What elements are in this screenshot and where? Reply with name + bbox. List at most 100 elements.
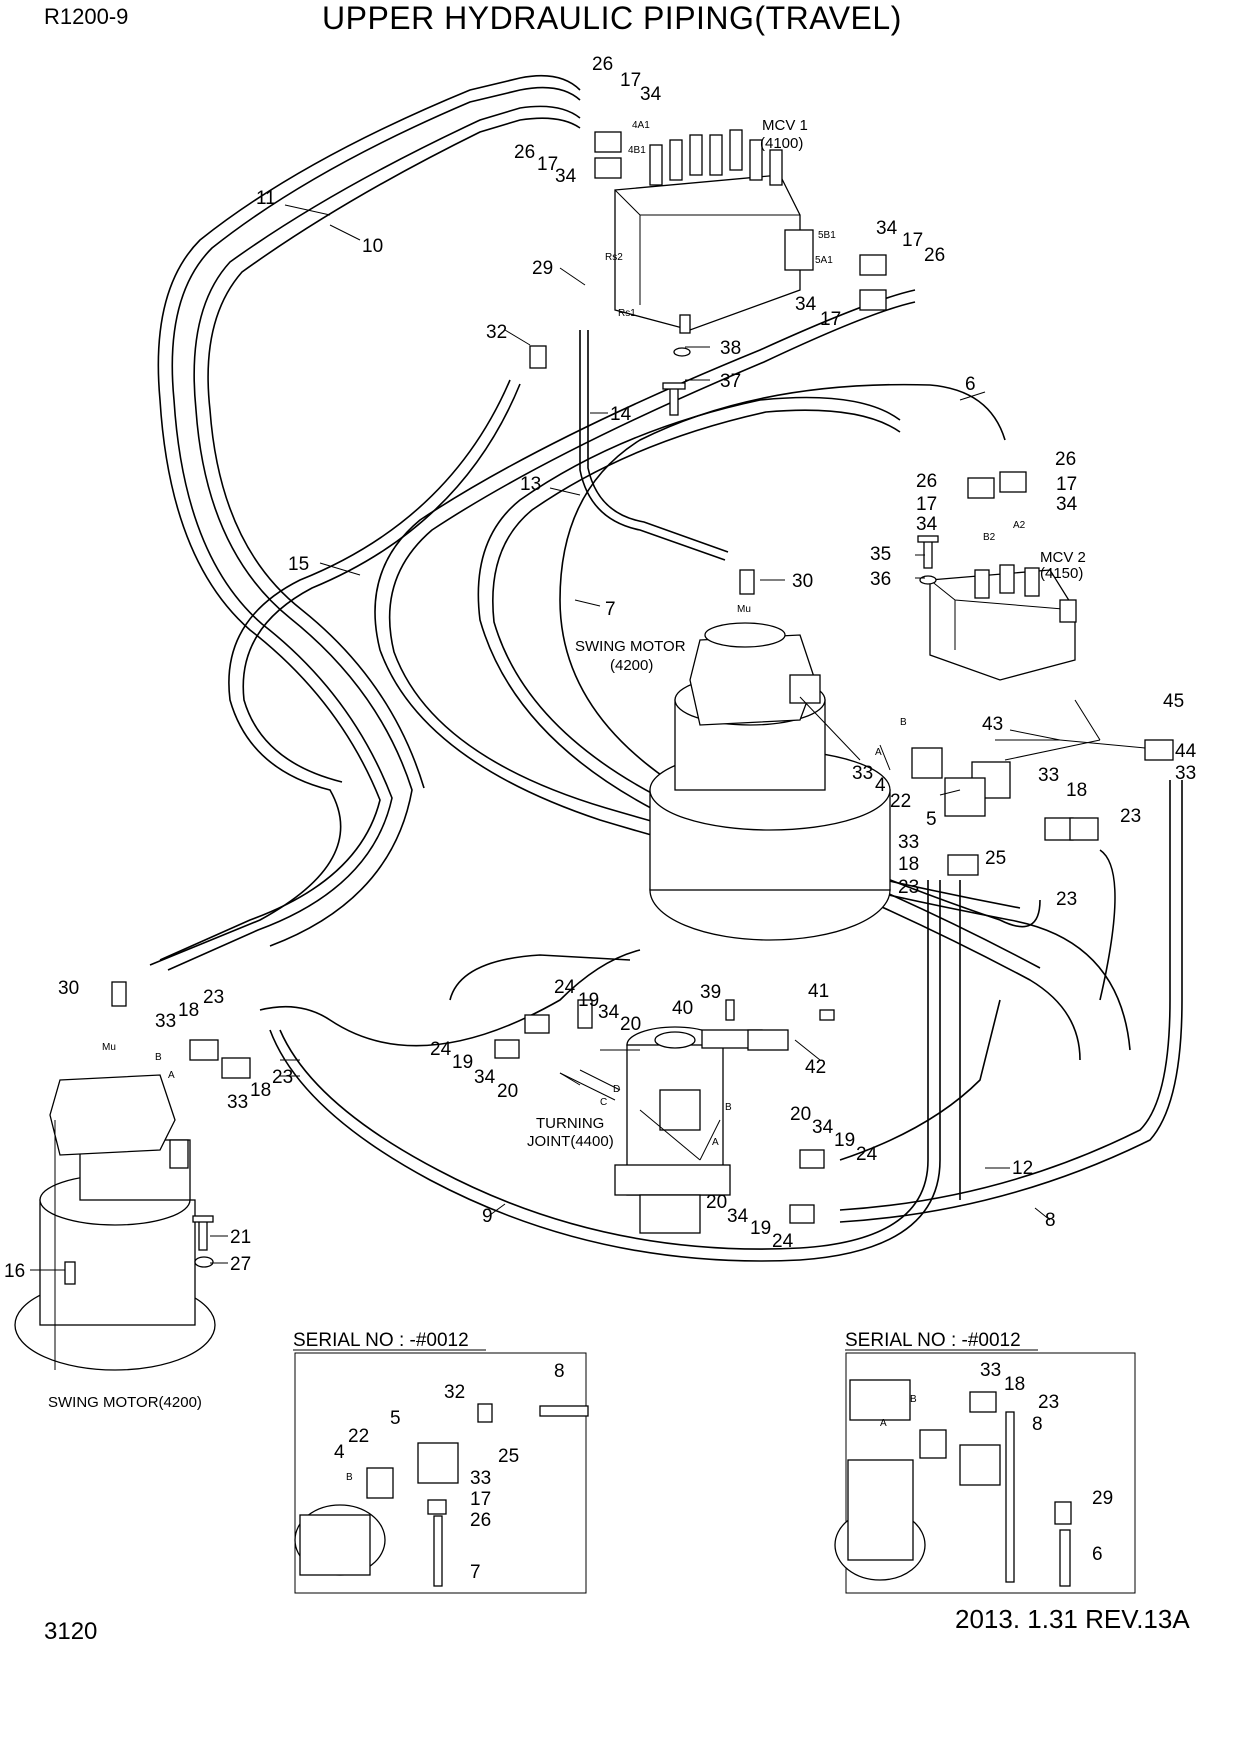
clamp-19b (494, 1039, 520, 1059)
fitting-41 (819, 1009, 835, 1021)
callout: 23 (203, 987, 224, 1008)
port-A: A (875, 747, 882, 758)
inset-port-A: A (880, 1418, 887, 1429)
callout: 26 (514, 142, 535, 163)
callout: 25 (498, 1446, 519, 1467)
callout: 26 (470, 1510, 491, 1531)
callout: 35 (870, 544, 891, 565)
callout: 9 (482, 1206, 493, 1227)
hose-9 (269, 880, 941, 1262)
port-B2: B2 (983, 532, 996, 543)
inset-port-B: B (910, 1394, 917, 1405)
callout: 17 (1056, 474, 1077, 495)
callout: 40 (672, 998, 693, 1019)
callout: 6 (1092, 1544, 1103, 1565)
port-4A1: 4A1 (632, 120, 650, 131)
block-5 (944, 777, 986, 817)
inset-block-a (919, 1429, 947, 1459)
callout: 44 (1175, 741, 1197, 762)
clamp-18a (1044, 817, 1074, 841)
callout: 22 (890, 791, 911, 812)
label-swing-motor-top-code: (4200) (610, 657, 653, 674)
callout: 34 (640, 84, 662, 105)
port-B-sm: B (155, 1052, 162, 1063)
label-swing-motor-bottom: SWING MOTOR(4200) (48, 1394, 202, 1411)
callout: 34 (795, 294, 817, 315)
page-title: UPPER HYDRAULIC PIPING(TRAVEL) (322, 0, 902, 36)
port-A-sm: A (168, 1070, 175, 1081)
hose-15 (149, 379, 511, 966)
page-number: 3120 (44, 1618, 98, 1645)
port-Mu: Mu (737, 604, 751, 615)
pin-16 (64, 1261, 76, 1285)
port-Mu-bottom: Mu (102, 1042, 116, 1053)
port-Rs1: Rs1 (618, 308, 636, 319)
callout: 18 (898, 854, 919, 875)
callout: 8 (554, 1361, 565, 1382)
callout: 33 (980, 1360, 1001, 1381)
mcv1-valve (614, 129, 814, 334)
hose-8b (839, 780, 1183, 1223)
callout: 23 (272, 1067, 293, 1088)
block-4 (911, 747, 943, 779)
hose-10 (193, 105, 581, 947)
callout: 39 (700, 982, 721, 1003)
callout: 19 (452, 1052, 473, 1073)
inset-elbow-32 (477, 1403, 493, 1423)
callout: 20 (497, 1081, 518, 1102)
hose-11 (157, 74, 581, 961)
port-4B1: 4B1 (628, 145, 646, 156)
callout: 30 (58, 978, 79, 999)
hose-12 (839, 999, 1001, 1161)
callout: 37 (720, 371, 741, 392)
callout: 6 (965, 374, 976, 395)
callout: 22 (348, 1426, 369, 1447)
inset-hose-6 (1059, 1529, 1071, 1587)
callout: 32 (486, 322, 507, 343)
component-labels: MCV 1 (4100) MCV 2 (4150) SWING MOTOR (4… (48, 117, 1086, 1411)
callout: 33 (1038, 765, 1059, 786)
port-labels: 4A1 4B1 5B1 5A1 Rs2 Rs1 B2 A2 Mu Mu A B … (102, 120, 1026, 1148)
inset-right-frame (845, 1352, 1136, 1594)
callout: 19 (578, 990, 599, 1011)
callout: 20 (790, 1104, 811, 1125)
mcv2-valve (929, 564, 1077, 681)
label-mcv2: MCV 2 (1040, 549, 1086, 566)
hose-6 (559, 383, 1041, 928)
callout: 41 (808, 981, 829, 1002)
bolt-21 (198, 1217, 208, 1251)
model-number: R1200-9 (44, 4, 129, 29)
callout: 33 (470, 1468, 491, 1489)
port-B: B (900, 717, 907, 728)
port-A2: A2 (1013, 520, 1026, 531)
hose-tj-top (449, 954, 631, 1001)
inset-hose-8 (539, 1405, 589, 1417)
callout: 17 (537, 154, 558, 175)
callout: 5 (390, 1408, 401, 1429)
callout: 13 (520, 474, 541, 495)
callout: 30 (792, 571, 813, 592)
callout: 24 (856, 1144, 878, 1165)
hose-10b (207, 117, 581, 789)
inset-hose-8 (1005, 1411, 1015, 1583)
bolts (192, 347, 939, 1268)
callout: 32 (444, 1382, 465, 1403)
callout: 20 (706, 1192, 727, 1213)
label-turning-joint-code: JOINT(4400) (527, 1133, 614, 1150)
hose-15b (242, 383, 521, 783)
hose-routes (149, 74, 1183, 1262)
callout: 21 (230, 1227, 251, 1248)
callout: 23 (1056, 889, 1077, 910)
callout: 36 (870, 569, 891, 590)
inset-left: SERIAL NO : -#0012 8 32 5 22 4 25 33 17 … (293, 1330, 589, 1594)
swing-motor-bottom (14, 1074, 216, 1371)
callout: 19 (750, 1218, 771, 1239)
callout: 16 (4, 1261, 25, 1282)
callout: 34 (812, 1117, 834, 1138)
callout: 42 (805, 1057, 826, 1078)
hose-11b (167, 86, 581, 971)
blocks (111, 131, 1174, 1224)
callout: 17 (620, 70, 641, 91)
hose-14b (587, 330, 729, 553)
